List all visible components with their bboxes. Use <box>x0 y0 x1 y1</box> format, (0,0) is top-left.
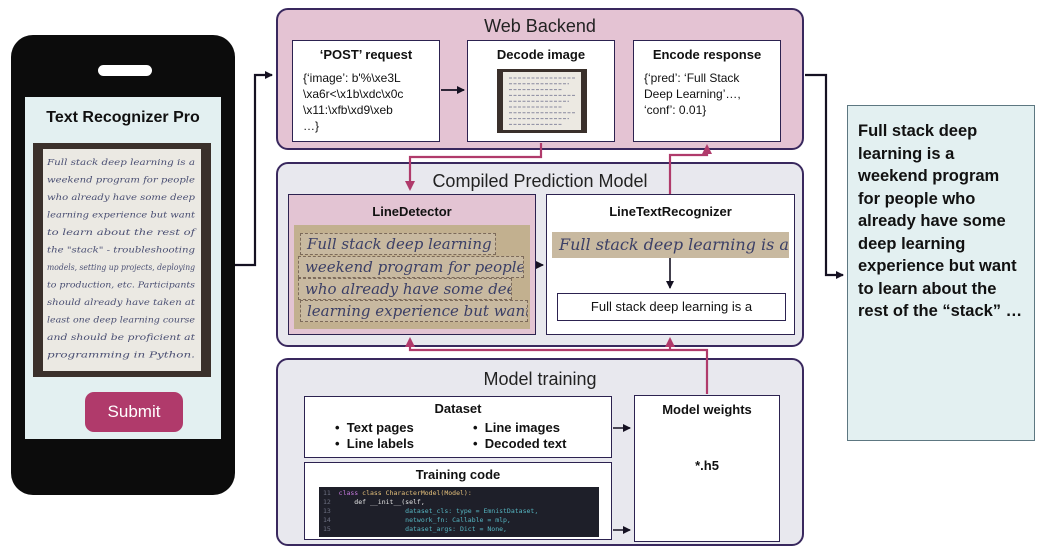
thumbnail-scribbles <box>509 77 575 125</box>
encode-line: {‘pred’: ‘Full Stack <box>644 71 740 85</box>
recognized-text-box: Full stack deep learning is a <box>557 293 786 321</box>
code-line: 14 network_fn: Callable = mlp, <box>323 516 511 524</box>
handwriting-line: and should be proficient at <box>47 332 196 342</box>
handwriting-scribbles: Full stack deep learning is a weekend pro… <box>46 157 198 360</box>
post-line: \xa6r<\x1b\xdc\x0c <box>303 87 404 101</box>
post-request-title: ‘POST’ request <box>319 47 413 62</box>
model-training-title: Model training <box>483 369 597 389</box>
handwriting-line: programming in Python. <box>47 350 195 360</box>
handwriting-line: Full stack deep learning is a <box>46 157 195 167</box>
dataset-item-label: Line images <box>484 420 560 435</box>
post-request-box: ‘POST’ request {‘image’: b'%\xe3L \xa6r<… <box>292 40 440 142</box>
phone-to-backend-arrow <box>235 71 273 267</box>
training-code-title: Training code <box>415 467 501 482</box>
line-text-recognizer-box: LineTextRecognizer Full stack deep learn… <box>546 194 795 335</box>
code-line: 12 def __init__(self, <box>323 498 425 506</box>
encode-response-title: Encode response <box>652 47 762 62</box>
model-weights-box: Model weights *.h5 <box>634 395 780 542</box>
prediction-model-title: Compiled Prediction Model <box>432 171 648 191</box>
handwriting-line: the "stack" - troubleshooting <box>47 245 195 255</box>
detected-line-strip: weekend program for people <box>298 256 524 278</box>
handwriting-line: least one deep learning course <box>47 315 195 325</box>
line-detector-box: LineDetector Full stack deep learning is… <box>288 194 536 335</box>
detected-line-strip: Full stack deep learning is a <box>300 233 496 255</box>
post-line: …} <box>303 119 320 133</box>
app-title: Text Recognizer Pro <box>46 109 200 126</box>
handwriting-line: learning experience but want <box>47 210 196 220</box>
encode-response-payload: {‘pred’: ‘Full Stack Deep Learning’…, ‘c… <box>634 62 780 126</box>
training-code-box: Training code 11 class class CharacterMo… <box>304 462 612 540</box>
dataset-item: • Text pages <box>335 420 414 435</box>
dataset-list-left: • Text pages • Line labels <box>335 420 414 452</box>
phone-mockup: Text Recognizer Pro Full stack deep lear… <box>11 35 235 495</box>
decoded-image-thumbnail <box>497 69 587 133</box>
dataset-title: Dataset <box>434 401 482 416</box>
handwriting-line: who already have some deep <box>47 192 196 202</box>
code-line: 15 dataset_args: Dict = None, <box>323 525 507 533</box>
decode-image-title: Decode image <box>496 47 586 62</box>
handwriting-line: should already have taken at <box>47 297 196 307</box>
code-line: 13 dataset_cls: type = EmnistDataset, <box>323 507 539 515</box>
weights-file-label: *.h5 <box>695 458 719 473</box>
recognizer-input-line: Full stack deep learning is a <box>552 232 789 258</box>
dataset-item-label: Text pages <box>346 420 414 435</box>
web-backend-title: Web Backend <box>484 16 596 36</box>
handwriting-line: to learn about the rest of <box>47 227 198 237</box>
phone-speaker <box>98 65 152 76</box>
recognized-output-text: Full stack deep learning is a weekend pr… <box>847 105 1035 441</box>
handwritten-sheet: Full stack deep learning is a weekend pro… <box>43 149 201 371</box>
handwriting-line: weekend program for people <box>47 175 195 185</box>
model-weights-title: Model weights <box>662 402 752 417</box>
line-detector-page: Full stack deep learning is a weekend pr… <box>294 225 530 329</box>
handwriting-line: to production, etc. Participants <box>47 280 195 290</box>
phone-screen: Text Recognizer Pro Full stack deep lear… <box>25 97 221 439</box>
backend-to-output-arrow <box>805 73 844 279</box>
encode-line: Deep Learning’…, <box>644 87 741 101</box>
code-snippet: 11 class class CharacterModel(Model):12 … <box>319 487 599 537</box>
submit-button[interactable]: Submit <box>85 392 183 432</box>
handwritten-page-photo[interactable]: Full stack deep learning is a weekend pro… <box>33 143 211 377</box>
post-request-payload: {‘image’: b'%\xe3L \xa6r<\x1b\xdc\x0c \x… <box>293 62 439 142</box>
dataset-item: • Decoded text <box>473 436 567 451</box>
detected-line-strip: learning experience but want <box>300 300 528 322</box>
handwriting-line: models, setting up projects, deploying <box>47 262 195 272</box>
encode-line: ‘conf’: 0.01} <box>644 103 707 117</box>
dataset-box: Dataset • Text pages • Line labels • Lin… <box>304 396 612 458</box>
code-line: 11 class class CharacterModel(Model): <box>323 489 472 497</box>
dataset-item: • Line images <box>473 420 560 435</box>
dataset-item-label: Line labels <box>346 436 414 451</box>
line-text-recognizer-title: LineTextRecognizer <box>609 204 732 219</box>
line-detector-title: LineDetector <box>372 204 452 219</box>
encode-response-box: Encode response {‘pred’: ‘Full Stack Dee… <box>633 40 781 142</box>
post-line: {‘image’: b'%\xe3L <box>303 71 401 85</box>
post-line: \x11:\xfb\xd9\xeb <box>303 103 393 117</box>
dataset-item-label: Decoded text <box>484 436 567 451</box>
detected-line-strip: who already have some deep <box>298 278 512 300</box>
dataset-item: • Line labels <box>335 436 414 451</box>
decode-image-box: Decode image <box>467 40 615 142</box>
dataset-list-right: • Line images • Decoded text <box>473 420 566 452</box>
